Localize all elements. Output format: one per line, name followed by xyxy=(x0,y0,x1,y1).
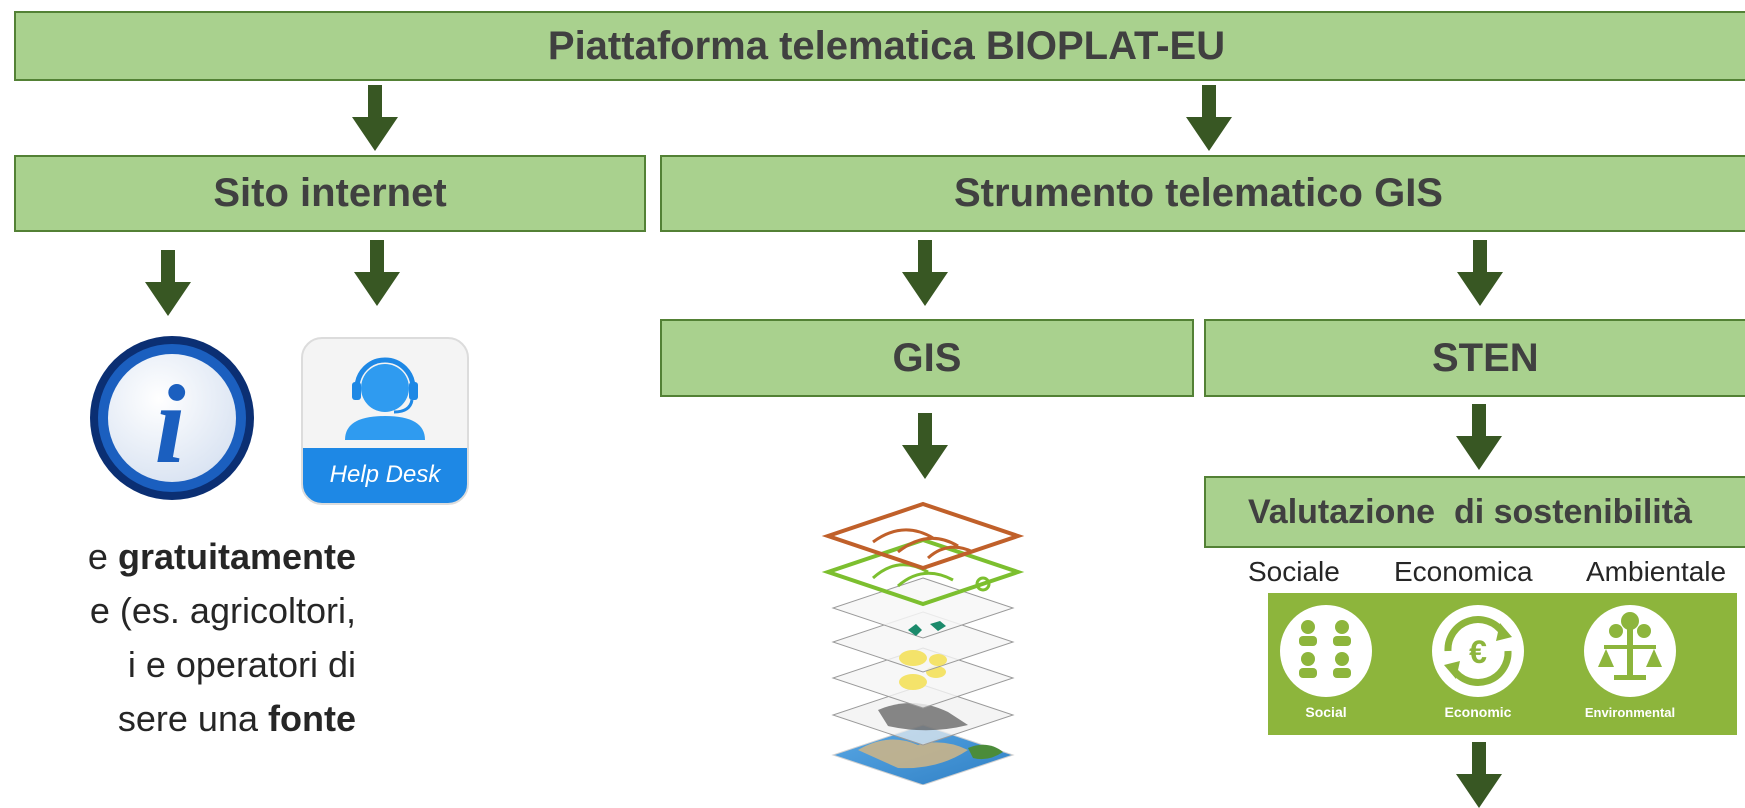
economic-en-label: Economic xyxy=(1445,704,1512,720)
sustainability-panel: Social € Economic Environmental xyxy=(1268,593,1737,735)
sten-box: STEN xyxy=(1204,319,1745,397)
sustainability-label: Valutazione di sostenibilità xyxy=(1248,492,1692,531)
info-glyph: i xyxy=(154,363,185,487)
description-line-1: e gratuitamente xyxy=(87,536,356,577)
gis-box: GIS xyxy=(660,319,1194,397)
help-desk-label: Help Desk xyxy=(330,461,443,488)
platform-box: Piattaforma telematica BIOPLAT-EU xyxy=(14,11,1745,81)
sustainability-box: Valutazione di sostenibilità xyxy=(1204,476,1745,548)
description-line-2: e (es. agricoltori, xyxy=(89,590,356,631)
svg-text:€: € xyxy=(1469,634,1487,670)
gis-label: GIS xyxy=(892,335,962,380)
social-icon xyxy=(1280,605,1372,697)
sten-label: STEN xyxy=(1432,335,1539,380)
website-label: Sito internet xyxy=(213,171,447,215)
down-arrow-icon xyxy=(354,240,400,306)
social-it-label: Sociale xyxy=(1248,556,1340,587)
description-text: e gratuitamente e (es. agricoltori, i e … xyxy=(0,530,356,746)
gis-tool-box: Strumento telematico GIS xyxy=(660,155,1745,232)
down-arrow-icon xyxy=(1186,85,1232,151)
economic-it-label: Economica xyxy=(1394,556,1533,587)
down-arrow-icon xyxy=(1456,404,1502,470)
environmental-icon xyxy=(1584,605,1676,697)
economic-icon: € xyxy=(1432,605,1524,697)
platform-label: Piattaforma telematica BIOPLAT-EU xyxy=(547,23,1226,68)
down-arrow-icon xyxy=(902,413,948,479)
down-arrow-icon xyxy=(902,240,948,306)
info-icon: i xyxy=(90,336,254,500)
gis-tool-label: Strumento telematico GIS xyxy=(954,171,1443,215)
down-arrow-icon xyxy=(1457,240,1503,306)
help-desk-icon: Help Desk xyxy=(301,337,469,505)
gis-layers-icon xyxy=(821,501,1025,785)
environmental-en-label: Environmental xyxy=(1585,705,1675,720)
description-line-4: sere una fonte xyxy=(117,698,356,739)
website-box: Sito internet xyxy=(14,155,646,232)
down-arrow-icon xyxy=(1456,742,1502,808)
down-arrow-icon xyxy=(145,250,191,316)
description-line-3: i e operatori di xyxy=(127,644,356,685)
environmental-it-label: Ambientale xyxy=(1586,556,1727,587)
down-arrow-icon xyxy=(352,85,398,151)
social-en-label: Social xyxy=(1305,704,1346,720)
